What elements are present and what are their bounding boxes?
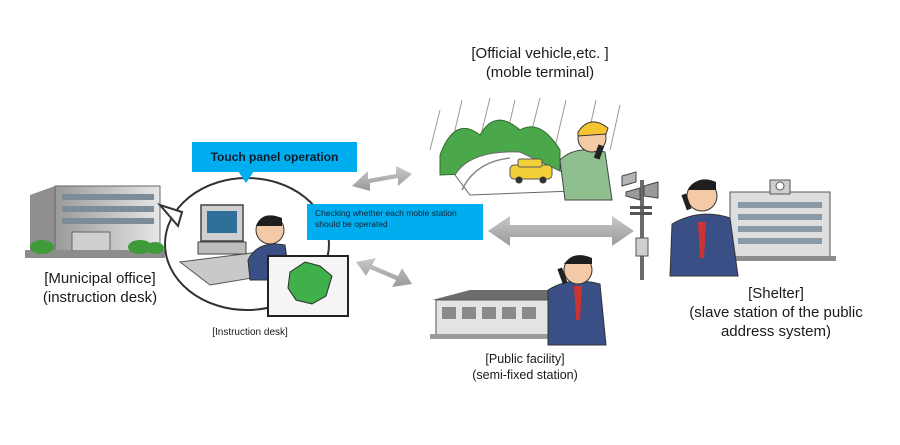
link-arrow-middle [488, 216, 634, 246]
facility-staff-icon [547, 255, 607, 346]
callout-pointer [238, 171, 254, 183]
checking-note-callout: Checking whether each moble station shou… [307, 204, 483, 240]
public-facility-subtitle: (semi-fixed station) [472, 367, 578, 382]
map-panel [267, 255, 349, 317]
instruction-desk-label: [Instruction desk] [212, 327, 288, 338]
shelter-label: [Shelter] (slave station of the public a… [676, 285, 876, 341]
municipal-office-title: [Municipal office] [44, 270, 156, 287]
shelter-title: [Shelter] [748, 285, 804, 302]
public-facility-building-icon [430, 290, 560, 339]
field-worker-icon [559, 121, 613, 201]
shelter-staff-icon [669, 179, 739, 277]
official-vehicle-subtitle: (moble terminal) [485, 63, 595, 81]
public-facility-label: [Public facility] (semi-fixed station) [440, 352, 610, 383]
official-vehicle-label: [Official vehicle,etc. ] (moble terminal… [440, 45, 640, 83]
vehicle-icon [509, 158, 553, 184]
touch-panel-callout: Touch panel operation [192, 142, 357, 172]
municipal-office-label: [Municipal office] (instruction desk) [20, 270, 180, 308]
link-arrow-upper [352, 166, 412, 191]
municipal-office-subtitle: (instruction desk) [42, 288, 158, 306]
official-vehicle-title: [Official vehicle,etc. ] [471, 45, 609, 62]
public-facility-title: [Public facility] [485, 352, 565, 366]
link-arrow-lower [356, 258, 412, 287]
shelter-subtitle-line2: address system) [720, 322, 832, 340]
shelter-building-icon [724, 179, 836, 261]
shelter-subtitle-line1: (slave station of the public [689, 303, 863, 321]
loudspeaker-pole-icon [621, 171, 659, 280]
official-vehicle-scene [429, 97, 621, 201]
municipal-office-building-icon [25, 185, 165, 258]
